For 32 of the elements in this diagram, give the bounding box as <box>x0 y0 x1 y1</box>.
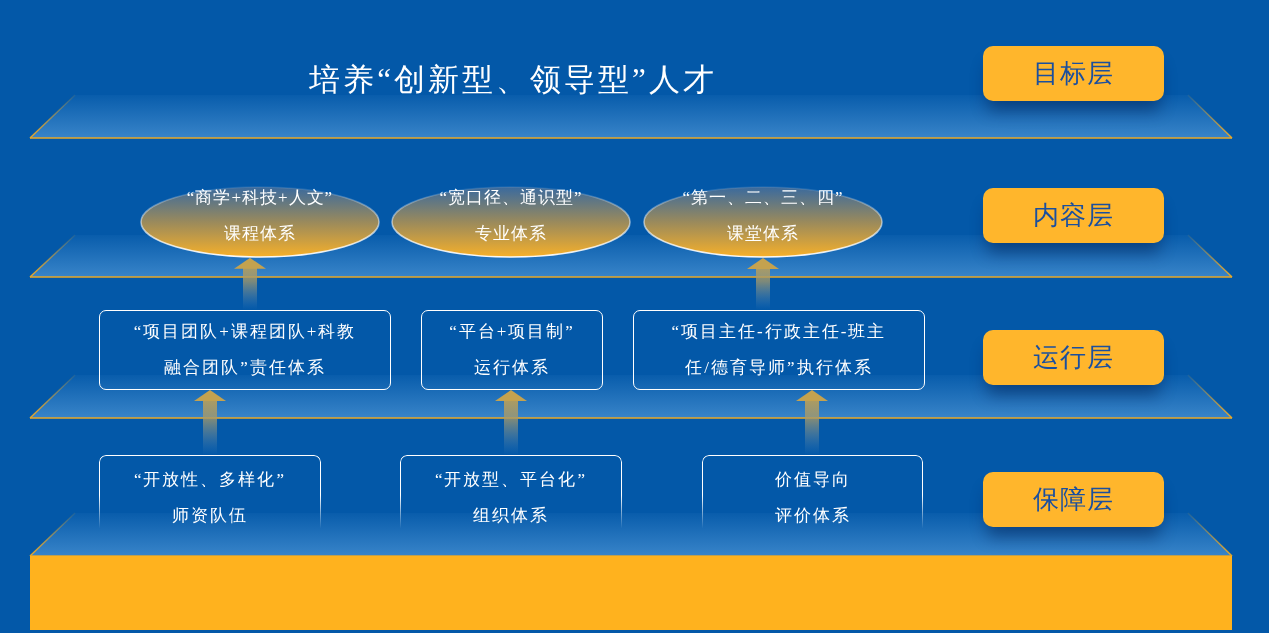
ellipse-text: “第一、二、三、四” <box>682 187 844 209</box>
content-ellipse <box>140 186 380 258</box>
ellipse-text: 专业体系 <box>475 223 547 245</box>
box-text: “项目团队+课程团队+科教融合团队”责任体系 <box>132 321 358 379</box>
up-arrow <box>495 390 527 455</box>
up-arrow <box>796 390 828 455</box>
system-box <box>633 310 925 390</box>
box-text: “平台+项目制” <box>449 321 575 343</box>
box-text: “开放性、多样化” <box>133 469 287 491</box>
box-text: 价值导向 <box>774 469 851 491</box>
up-arrow <box>747 258 779 310</box>
goal-statement: 培养“创新型、领导型”人才 <box>308 61 718 99</box>
up-arrow <box>234 257 266 310</box>
layer-tag: 运行层 <box>983 330 1164 385</box>
box-text: 师资队伍 <box>172 505 248 527</box>
content-ellipse <box>391 186 631 258</box>
box-text: 评价体系 <box>774 505 851 527</box>
up-arrow <box>194 390 226 455</box>
ellipse-text: “商学+科技+人文” <box>186 187 334 209</box>
system-box <box>99 310 391 390</box>
ellipse-text: 课堂体系 <box>727 223 799 245</box>
system-box <box>421 310 603 390</box>
layer-tag: 保障层 <box>983 472 1164 527</box>
ellipse-text: 课程体系 <box>224 223 296 245</box>
box-text: “项目主任-行政主任-班主任/德育导师”执行体系 <box>670 321 888 379</box>
content-ellipse <box>643 186 883 258</box>
box-text: “开放型、平台化” <box>434 469 588 491</box>
ellipse-text: “宽口径、通识型” <box>439 187 583 209</box>
box-text: 组织体系 <box>473 505 549 527</box>
layer-tag: 目标层 <box>983 46 1164 101</box>
box-text: 运行体系 <box>474 357 550 379</box>
layer-tag: 内容层 <box>983 188 1164 243</box>
